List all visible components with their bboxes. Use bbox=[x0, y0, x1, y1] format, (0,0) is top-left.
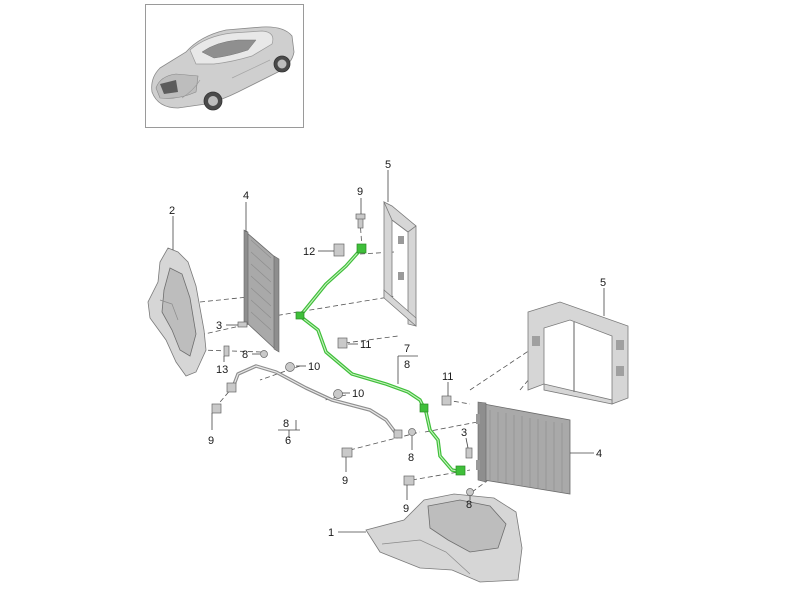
grommet-icon bbox=[285, 362, 295, 372]
bolt-icon bbox=[403, 475, 415, 486]
label-8-group7: 8 bbox=[404, 359, 410, 371]
pipe-grey bbox=[226, 364, 403, 439]
label-9-mid: 9 bbox=[342, 475, 348, 487]
bolt-icon bbox=[223, 345, 230, 357]
label-8-left: 8 bbox=[242, 349, 248, 361]
air-guide-left bbox=[147, 247, 207, 377]
car-icon bbox=[151, 26, 295, 111]
hose-green bbox=[295, 243, 466, 476]
label-8-bottom: 8 bbox=[466, 499, 472, 511]
callout-labels: 2 4 9 12 5 5 3 11 8 13 10 7 8 11 10 9 8 … bbox=[169, 159, 606, 539]
clip-icon bbox=[333, 243, 345, 257]
bolt-icon bbox=[465, 447, 473, 459]
label-9-top: 9 bbox=[357, 186, 363, 198]
nut-icon bbox=[466, 488, 474, 496]
label-5-right: 5 bbox=[600, 277, 606, 289]
label-1: 1 bbox=[328, 527, 334, 539]
bolt-icon bbox=[341, 447, 353, 458]
vehicle-thumbnail bbox=[145, 4, 304, 128]
label-10-upper: 10 bbox=[308, 361, 320, 373]
label-8-group6: 8 bbox=[283, 418, 289, 430]
label-4-right: 4 bbox=[596, 448, 602, 460]
fasteners bbox=[211, 213, 474, 496]
label-9-left: 9 bbox=[208, 435, 214, 447]
clip-icon bbox=[337, 337, 348, 349]
leader-lines bbox=[172, 170, 605, 533]
condenser-left bbox=[243, 229, 280, 353]
label-8-mid: 8 bbox=[408, 452, 414, 464]
nut-icon bbox=[260, 350, 268, 358]
label-2: 2 bbox=[169, 205, 175, 217]
frame-right bbox=[527, 301, 629, 405]
nut-icon bbox=[408, 428, 416, 436]
label-7: 7 bbox=[404, 343, 410, 355]
label-13: 13 bbox=[216, 364, 228, 376]
label-3-right: 3 bbox=[461, 427, 467, 439]
label-3-left: 3 bbox=[216, 320, 222, 332]
bolt-icon bbox=[211, 403, 222, 414]
label-4-left: 4 bbox=[243, 190, 249, 202]
bolt-icon bbox=[355, 213, 366, 229]
label-11-lower: 11 bbox=[442, 371, 453, 383]
clip-icon bbox=[441, 395, 452, 406]
label-11-upper: 11 bbox=[360, 339, 371, 351]
grommet-icon bbox=[333, 389, 343, 399]
label-6: 6 bbox=[285, 435, 291, 447]
label-9-bottom: 9 bbox=[403, 503, 409, 515]
condenser-right bbox=[476, 401, 571, 495]
label-5-top: 5 bbox=[385, 159, 391, 171]
bolt-icon bbox=[237, 321, 248, 328]
label-10-lower: 10 bbox=[352, 388, 364, 400]
air-guide-bottom bbox=[365, 493, 523, 583]
label-12: 12 bbox=[303, 246, 315, 258]
frame-upper bbox=[383, 201, 417, 327]
